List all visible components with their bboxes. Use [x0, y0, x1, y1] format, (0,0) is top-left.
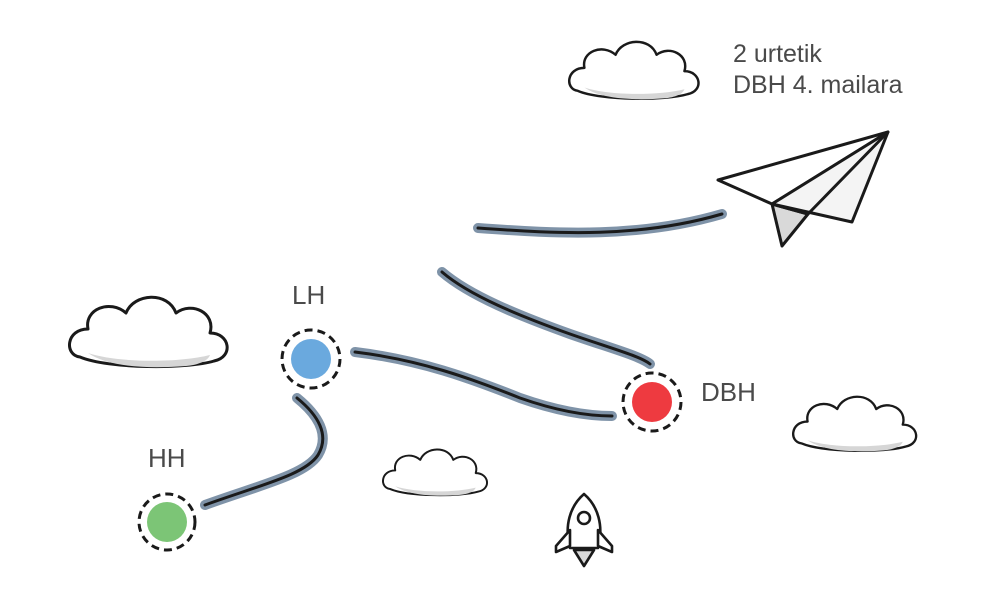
path-lh-dbh — [350, 347, 617, 421]
caption-line-2: DBH 4. mailara — [733, 71, 903, 99]
stage-node-hh: HH — [137, 443, 197, 552]
path-to-dbh-upper — [437, 267, 655, 369]
cloud-icon — [568, 40, 700, 101]
rocket-icon — [554, 492, 614, 568]
stage-label-hh: HH — [148, 443, 186, 473]
cloud-icon — [792, 395, 918, 453]
path-to-plane — [473, 209, 727, 238]
stage-label-dbh: DBH — [701, 377, 756, 407]
caption-line-1: 2 urtetik — [733, 40, 822, 68]
journey-paths — [200, 209, 727, 510]
stage-label-lh: LH — [292, 280, 325, 310]
cloud-icon — [68, 295, 229, 369]
paper-plane-icon — [716, 130, 890, 248]
path-hh-lh — [200, 393, 328, 510]
stage-node-lh: LH — [280, 280, 342, 390]
cloud-icon — [382, 448, 489, 497]
stage-node-dbh: DBH — [621, 371, 756, 433]
